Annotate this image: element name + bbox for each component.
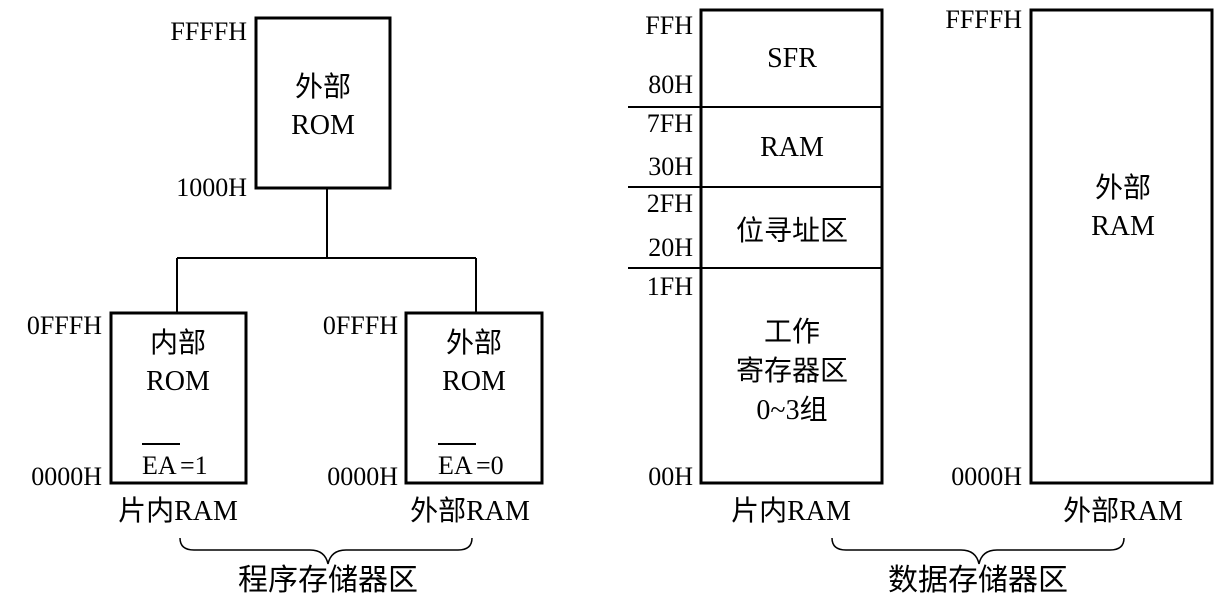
ext-rom-low-block bbox=[404, 311, 544, 485]
internal-ram-caption: 片内RAM bbox=[731, 495, 851, 527]
int-rom-addr-top: 0FFFH bbox=[27, 311, 102, 340]
int-rom-ea-value: =1 bbox=[180, 451, 208, 480]
work-reg-line3: 0~3组 bbox=[756, 394, 827, 426]
external-ram-line2: RAM bbox=[1091, 211, 1155, 242]
sfr-addr-bottom: 80H bbox=[648, 70, 693, 99]
bit-area-addr-top: 2FH bbox=[647, 189, 693, 218]
ext-rom-low-ea-value: =0 bbox=[476, 451, 504, 480]
int-rom-block bbox=[109, 311, 248, 485]
ext-rom-low-addr-bottom: 0000H bbox=[327, 462, 398, 491]
external-ram-addr-bottom: 0000H bbox=[951, 462, 1022, 491]
ext-rom-line2: ROM bbox=[291, 110, 355, 141]
data-memory-label: 数据存储器区 bbox=[888, 564, 1068, 597]
ext-rom-low-line1: 外部 bbox=[446, 327, 502, 359]
ram-addr-bottom: 30H bbox=[648, 152, 693, 181]
internal-ram-column bbox=[699, 8, 884, 485]
external-ram-line1: 外部 bbox=[1095, 172, 1151, 204]
int-rom-line2: ROM bbox=[146, 366, 210, 397]
ext-rom-low-caption: 外部RAM bbox=[410, 495, 530, 527]
int-rom-addr-bottom: 0000H bbox=[31, 462, 102, 491]
ext-rom-addr-bottom: 1000H bbox=[176, 173, 247, 202]
int-rom-line1: 内部 bbox=[150, 327, 206, 359]
ext-rom-low-addr-top: 0FFFH bbox=[323, 311, 398, 340]
program-memory-brace bbox=[179, 537, 473, 565]
work-reg-addr-top: 1FH bbox=[647, 272, 693, 301]
data-memory-brace bbox=[831, 537, 1125, 565]
ram-label: RAM bbox=[760, 132, 824, 163]
ext-rom-block bbox=[254, 16, 392, 190]
external-ram-column bbox=[1029, 8, 1214, 485]
work-reg-line2: 寄存器区 bbox=[736, 355, 848, 387]
int-rom-ea-label: EA bbox=[142, 451, 177, 480]
program-memory-label: 程序存储器区 bbox=[238, 564, 418, 597]
sfr-addr-top: FFH bbox=[645, 11, 693, 40]
ext-rom-line1: 外部 bbox=[295, 71, 351, 103]
int-rom-caption: 片内RAM bbox=[118, 495, 238, 527]
ext-rom-low-line2: ROM bbox=[442, 366, 506, 397]
bit-area-addr-bottom: 20H bbox=[648, 233, 693, 262]
work-reg-addr-bottom: 00H bbox=[648, 462, 693, 491]
external-ram-addr-top: FFFFH bbox=[945, 5, 1022, 34]
ram-addr-top: 7FH bbox=[647, 109, 693, 138]
ext-rom-addr-top: FFFFH bbox=[170, 17, 247, 46]
sfr-label: SFR bbox=[767, 43, 817, 74]
ext-rom-low-ea-label: EA bbox=[438, 451, 473, 480]
work-reg-line1: 工作 bbox=[764, 316, 820, 348]
bit-area-label: 位寻址区 bbox=[736, 215, 848, 247]
external-ram-caption: 外部RAM bbox=[1063, 495, 1183, 527]
